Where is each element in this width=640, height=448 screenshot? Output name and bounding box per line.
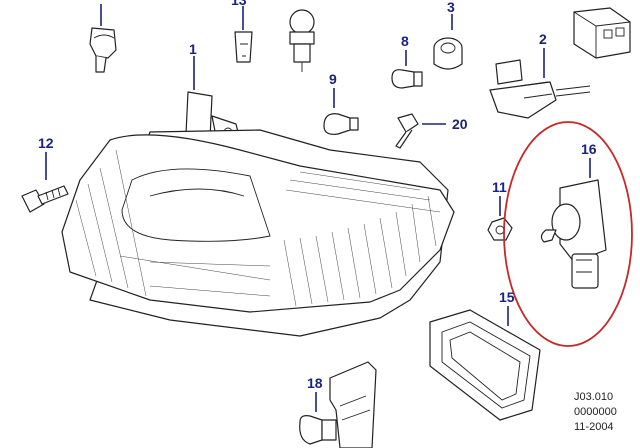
lens-hatching	[75, 149, 441, 307]
callout-13: 13	[231, 0, 247, 8]
callout-15: 15	[499, 289, 515, 305]
callout-1: 1	[189, 41, 197, 57]
part-13-clip	[234, 6, 253, 63]
part-2-socket-harness	[489, 48, 591, 119]
doc-code-line-3: 11-2004	[574, 421, 614, 433]
highlight-ring	[503, 121, 633, 347]
callout-3: 3	[447, 0, 455, 15]
doc-code-line-1: J03.010	[574, 391, 613, 403]
part-12-bolt	[21, 152, 69, 213]
part-18-holder	[299, 361, 377, 448]
doc-code-line-2: 0000000	[574, 406, 617, 418]
callout-labels: 13 3 2 1 8 9 20 12 16 11 15 18	[38, 0, 597, 391]
callout-12: 12	[38, 135, 54, 151]
callout-2: 2	[539, 31, 547, 47]
part-11-nut	[487, 196, 513, 241]
part-1-headlamp-assembly	[61, 56, 455, 337]
part-16-bulb-holder	[540, 158, 607, 289]
callout-20: 20	[452, 116, 468, 132]
part-20-screw	[395, 113, 446, 149]
relay-block	[573, 7, 631, 59]
part-15-gasket	[429, 306, 541, 421]
part-9-wedge-bulb	[323, 88, 359, 135]
callout-11: 11	[492, 179, 507, 195]
callout-16: 16	[581, 141, 597, 157]
callout-18: 18	[307, 375, 323, 391]
part-8-bulb	[391, 50, 423, 89]
part-3-socket	[433, 14, 463, 70]
document-code: J03.010 0000000 11-2004	[574, 391, 617, 433]
bulb-h-type	[289, 9, 315, 72]
connector-plug	[89, 4, 117, 73]
callout-9: 9	[329, 71, 337, 87]
callout-8: 8	[401, 33, 409, 49]
